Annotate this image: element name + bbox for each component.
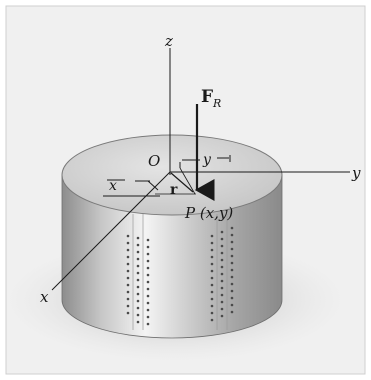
rivet bbox=[146, 322, 150, 326]
rivet bbox=[126, 248, 130, 252]
rivet bbox=[126, 297, 130, 301]
force-label: F bbox=[201, 87, 213, 107]
force-label-subscript: R bbox=[212, 97, 221, 110]
rivet bbox=[210, 262, 214, 266]
rivet bbox=[220, 251, 224, 255]
rivet bbox=[230, 303, 234, 307]
rivet bbox=[136, 313, 140, 317]
position-vector-label: r bbox=[170, 182, 178, 198]
rivet bbox=[146, 273, 150, 277]
rivet bbox=[210, 311, 214, 315]
rivet bbox=[126, 304, 130, 308]
rivet bbox=[136, 320, 140, 324]
rivet bbox=[210, 269, 214, 273]
rivet bbox=[210, 318, 214, 322]
x-dimension bbox=[103, 179, 160, 197]
rivet bbox=[210, 290, 214, 294]
rivet bbox=[230, 254, 234, 258]
rivet bbox=[126, 276, 130, 280]
rivet bbox=[220, 279, 224, 283]
rivet bbox=[230, 240, 234, 244]
rivet bbox=[126, 311, 130, 315]
rivet bbox=[136, 292, 140, 296]
rivet bbox=[230, 275, 234, 279]
rivet bbox=[230, 261, 234, 265]
point-label: P (x,y) bbox=[184, 204, 233, 222]
rivet bbox=[220, 258, 224, 262]
rivet bbox=[230, 268, 234, 272]
projection-line-x bbox=[179, 167, 196, 195]
rivet bbox=[220, 230, 224, 234]
rivet bbox=[210, 276, 214, 280]
rivet-columns bbox=[126, 214, 234, 330]
rivet bbox=[210, 241, 214, 245]
rivet bbox=[230, 247, 234, 251]
y-axis-label: y bbox=[351, 164, 361, 182]
rivet bbox=[136, 236, 140, 240]
x-axis-label: x bbox=[40, 288, 49, 306]
rivet bbox=[146, 266, 150, 270]
rivet bbox=[220, 293, 224, 297]
rivet bbox=[146, 259, 150, 263]
rivet bbox=[230, 226, 234, 230]
rivet bbox=[136, 285, 140, 289]
rivet bbox=[210, 255, 214, 259]
image-frame bbox=[5, 5, 366, 375]
rivet bbox=[136, 306, 140, 310]
rivet bbox=[230, 282, 234, 286]
x-axis bbox=[51, 171, 171, 291]
rivet bbox=[136, 257, 140, 261]
rivet bbox=[210, 234, 214, 238]
rivet bbox=[210, 283, 214, 287]
rivet bbox=[146, 308, 150, 312]
rivet bbox=[146, 245, 150, 249]
rivet bbox=[230, 296, 234, 300]
cylinder-top-face bbox=[61, 134, 283, 216]
position-vector-r bbox=[170, 172, 194, 193]
rivet bbox=[126, 262, 130, 266]
rivet bbox=[220, 272, 224, 276]
rivet bbox=[230, 233, 234, 237]
dim-x-label: x bbox=[109, 178, 117, 194]
rivet bbox=[220, 244, 224, 248]
rivet bbox=[146, 280, 150, 284]
rivet bbox=[220, 265, 224, 269]
rivet bbox=[136, 299, 140, 303]
rivet bbox=[220, 300, 224, 304]
rivet bbox=[136, 264, 140, 268]
rivet bbox=[146, 315, 150, 319]
z-axis-label: z bbox=[164, 32, 173, 50]
rivet bbox=[126, 241, 130, 245]
rivet bbox=[146, 252, 150, 256]
rivet bbox=[136, 278, 140, 282]
rivet bbox=[220, 237, 224, 241]
rivet bbox=[146, 301, 150, 305]
rivet bbox=[230, 289, 234, 293]
rivet bbox=[220, 314, 224, 318]
rivet bbox=[126, 290, 130, 294]
rivet bbox=[220, 286, 224, 290]
rivet bbox=[230, 310, 234, 314]
rivet bbox=[126, 269, 130, 273]
rivet bbox=[136, 250, 140, 254]
rivet bbox=[126, 283, 130, 287]
rivet bbox=[126, 255, 130, 259]
rivet bbox=[210, 297, 214, 301]
rivet bbox=[146, 238, 150, 242]
rivet bbox=[146, 287, 150, 291]
dim-y-label: y bbox=[202, 152, 212, 168]
rivet bbox=[210, 248, 214, 252]
rivet bbox=[210, 304, 214, 308]
rivet bbox=[220, 307, 224, 311]
rivet bbox=[126, 234, 130, 238]
rivet bbox=[136, 271, 140, 275]
rivet bbox=[136, 243, 140, 247]
rivet bbox=[146, 294, 150, 298]
origin-label: O bbox=[148, 152, 160, 170]
